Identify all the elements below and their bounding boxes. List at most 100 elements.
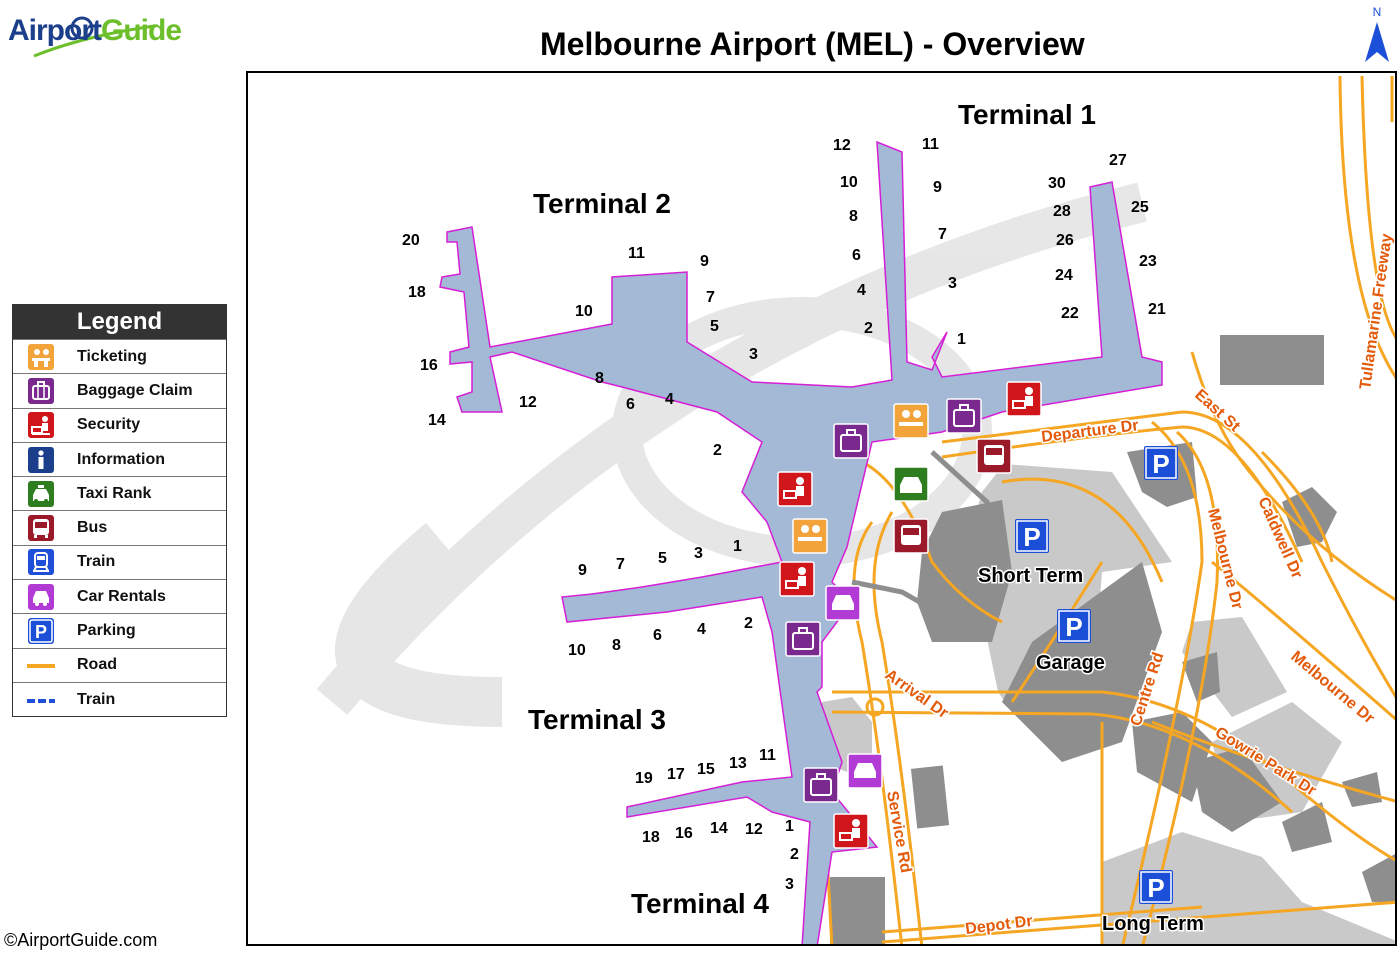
gate-number: 25 [1131, 199, 1149, 216]
parking-icon: P [27, 618, 55, 645]
gate-number: 28 [1053, 203, 1071, 220]
map-service-icons [777, 381, 1042, 849]
gate-number: 8 [612, 637, 621, 654]
gate-number: 27 [1109, 152, 1127, 169]
gate-number: 26 [1056, 232, 1074, 249]
legend-item-train-line: Train [13, 681, 226, 716]
legend-title: Legend [13, 305, 226, 339]
logo-text: AirportGuide [8, 14, 182, 48]
roundabout [865, 697, 885, 717]
gate-number: 12 [519, 394, 537, 411]
gate-number: 13 [729, 755, 747, 772]
gate-number: 8 [849, 208, 858, 225]
legend: Legend Ticketing Baggage Claim Security … [12, 304, 227, 718]
gate-number: 14 [428, 412, 446, 429]
north-label: N [1373, 5, 1382, 19]
legend-label: Baggage Claim [77, 381, 193, 399]
legend-item-baggage-claim: Baggage Claim [13, 373, 226, 407]
gate-number: 4 [665, 391, 674, 408]
garage-label: Garage [1036, 652, 1105, 674]
parking-icon: P [1144, 446, 1178, 480]
security-icon [833, 813, 869, 849]
gate-number: 16 [420, 357, 438, 374]
legend-label: Ticketing [77, 347, 147, 365]
baggage-icon [833, 423, 869, 459]
legend-label: Taxi Rank [77, 484, 152, 502]
road-swatch [27, 652, 55, 678]
legend-item-bus: Bus [13, 510, 226, 544]
terminal-labels: Terminal 1 Terminal 2 Terminal 3 Termina… [528, 99, 1096, 919]
parking-icon: P [1015, 519, 1049, 553]
car-rental-icon [825, 585, 861, 621]
north-arrow-icon: N [1365, 5, 1389, 62]
airport-map[interactable]: P P P P Short Term Garage Long Term Term… [246, 71, 1397, 946]
parking-icon: P [1139, 870, 1173, 904]
logo-text-guide: Guide [101, 14, 182, 47]
page-title: Melbourne Airport (MEL) - Overview [540, 26, 1085, 62]
road-network [820, 75, 1395, 944]
gate-number: 1 [957, 331, 966, 348]
security-icon [27, 412, 55, 439]
parking-symbol: P [1147, 873, 1164, 903]
information-icon [27, 446, 55, 473]
legend-item-road: Road [13, 647, 226, 682]
parking-labels: Short Term Garage Long Term [977, 564, 1206, 937]
gate-number: 3 [749, 346, 758, 363]
legend-label: Road [77, 656, 117, 674]
ticketing-icon [27, 343, 55, 370]
short-term-label: Short Term [978, 565, 1083, 587]
gate-number: 3 [785, 876, 794, 893]
baggage-icon [785, 621, 821, 657]
train-line-swatch [27, 687, 55, 713]
ticketing-icon [893, 403, 929, 439]
gate-numbers: 12 11 10 9 8 7 6 3 4 2 1 30 27 28 25 26 … [402, 136, 1166, 893]
gate-number: 10 [568, 642, 586, 659]
gate-number: 24 [1055, 267, 1073, 284]
gate-number: 9 [700, 253, 709, 270]
legend-label: Bus [77, 519, 108, 537]
gate-number: 4 [697, 621, 706, 638]
terminal-3-label: Terminal 3 [528, 704, 666, 735]
baggage-icon [27, 377, 55, 404]
gate-number: 3 [694, 545, 703, 562]
copyright: ©AirportGuide.com [4, 930, 158, 950]
legend-item-security: Security [13, 407, 226, 442]
terminal-2-label: Terminal 2 [533, 188, 671, 219]
legend-label: Train [77, 690, 116, 708]
taxi-icon [893, 466, 929, 502]
baggage-icon [803, 767, 839, 803]
gate-number: 7 [938, 226, 947, 243]
legend-item-taxi-rank: Taxi Rank [13, 476, 226, 510]
security-icon [1006, 381, 1042, 417]
gate-number: 11 [922, 136, 939, 153]
long-term-label: Long Term [1102, 913, 1204, 935]
parking-symbol: P [1152, 449, 1169, 479]
gate-number: 11 [759, 747, 776, 764]
walkway [851, 579, 939, 615]
gate-number: 18 [408, 284, 426, 301]
parking-symbol: P [1065, 612, 1082, 642]
gate-number: 30 [1048, 175, 1066, 192]
airportguide-logo: AirportGuide [4, 6, 204, 66]
legend-label: Security [77, 416, 141, 434]
parking-symbol: P [1023, 522, 1040, 552]
legend-label: Parking [77, 622, 136, 640]
gate-number: 10 [840, 174, 858, 191]
gate-number: 23 [1139, 253, 1157, 270]
gate-number: 7 [706, 289, 715, 306]
legend-label: Train [77, 553, 116, 571]
gate-number: 5 [710, 318, 719, 335]
legend-item-parking: P Parking [13, 613, 226, 647]
legend-item-train: Train [13, 544, 226, 579]
legend-item-information: Information [13, 441, 226, 476]
legend-label: Car Rentals [77, 587, 166, 605]
security-icon [779, 561, 815, 597]
departure-dr-label: Departure Dr [1040, 417, 1139, 446]
baggage-icon [946, 398, 982, 434]
gate-number: 21 [1148, 301, 1166, 318]
bus-icon [27, 515, 55, 542]
terminal-1-label: Terminal 1 [958, 99, 1096, 130]
gate-number: 17 [667, 766, 685, 783]
gate-number: 12 [833, 137, 851, 154]
gate-number: 9 [578, 562, 587, 579]
